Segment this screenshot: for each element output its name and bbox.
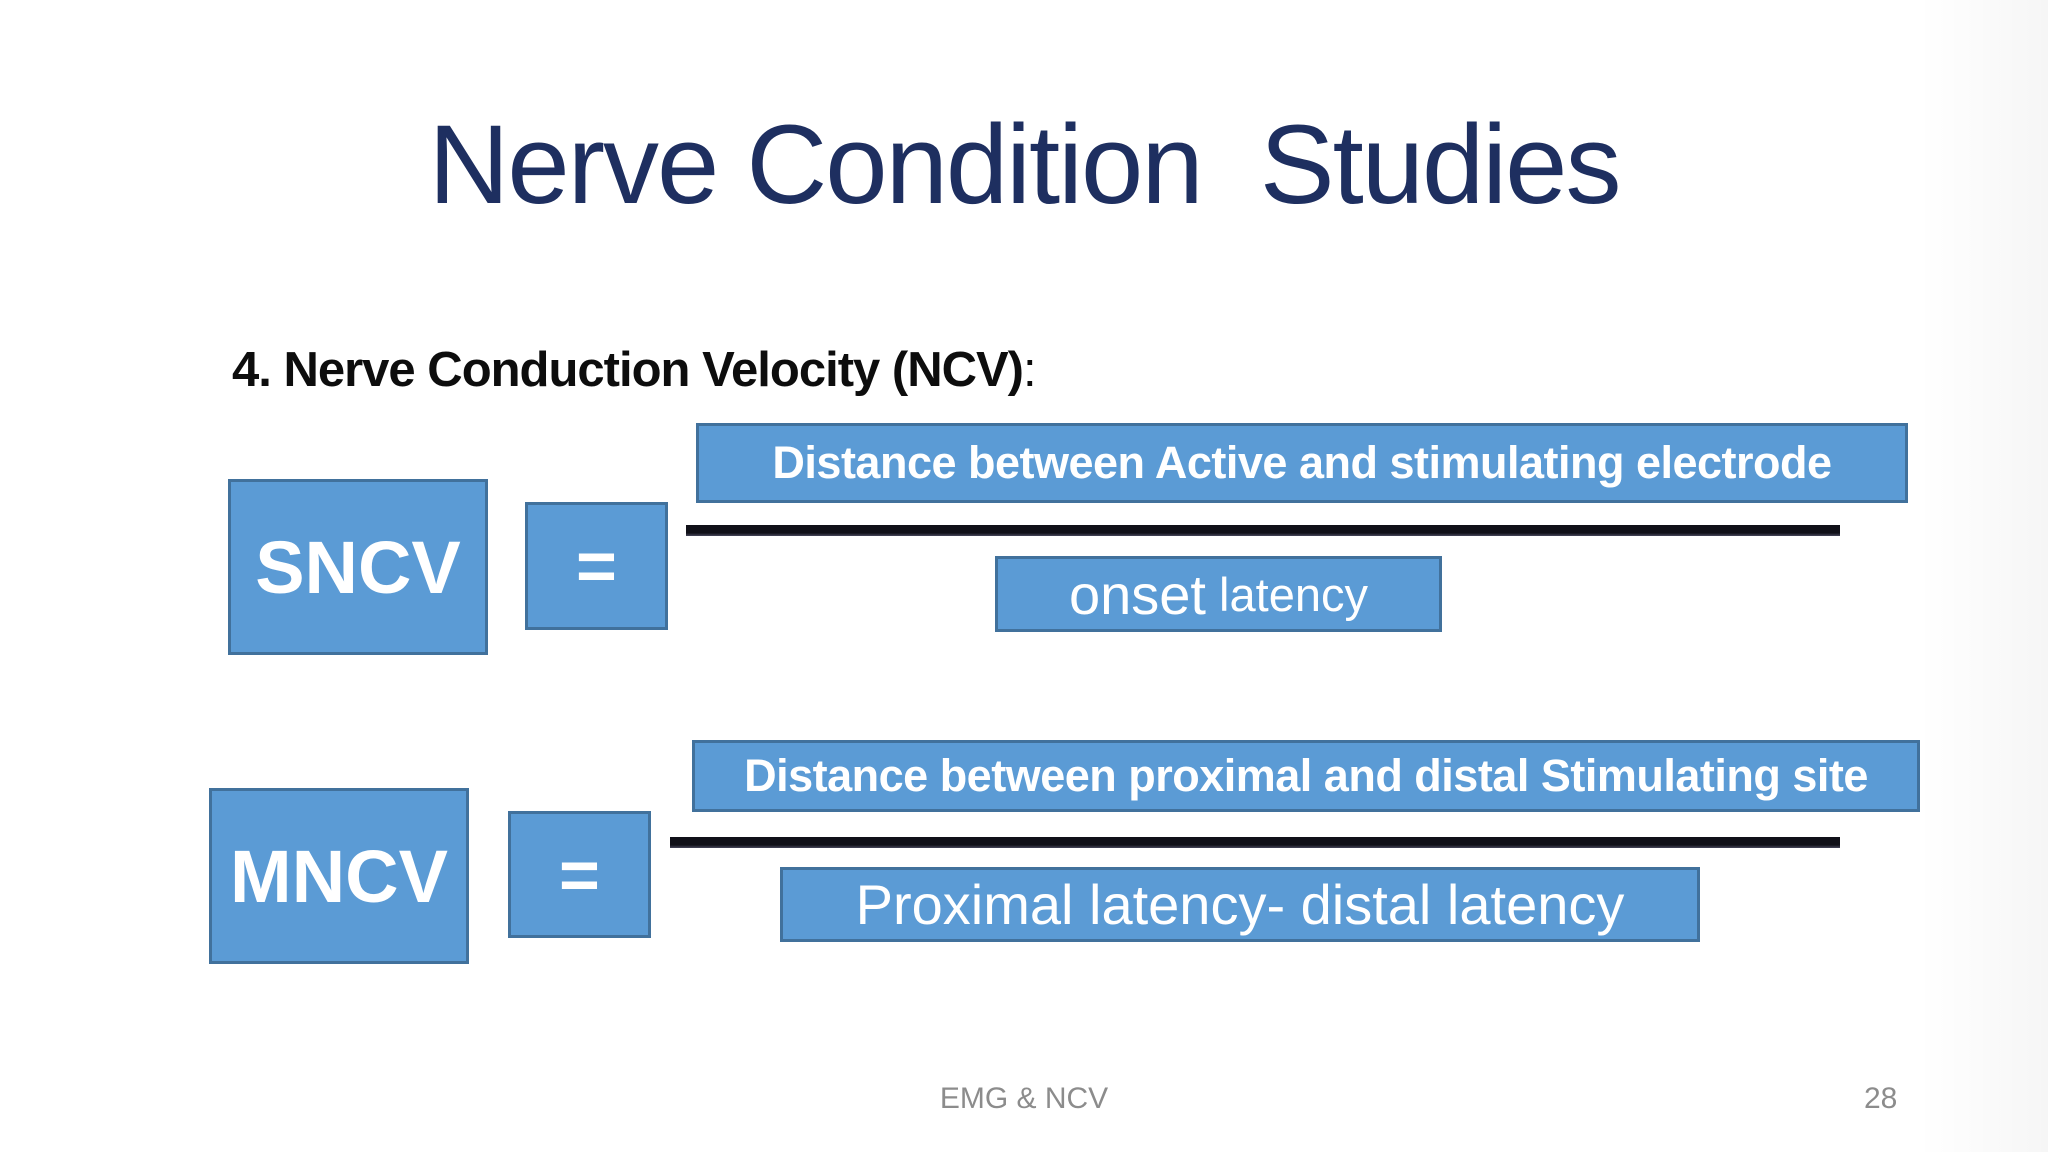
sncv-numerator-text: Distance between Active and stimulating …: [772, 437, 1832, 488]
sncv-label: SNCV: [255, 525, 461, 609]
mncv-label: MNCV: [230, 834, 448, 918]
mncv-label-box: MNCV: [209, 788, 469, 964]
slide-title: Nerve Condition Studies: [428, 102, 1622, 227]
mncv-numerator-text: Distance between proximal and distal Sti…: [744, 750, 1868, 801]
section-heading-colon: :: [1023, 343, 1037, 397]
mncv-denominator-text: Proximal latency- distal latency: [855, 873, 1625, 936]
sncv-numerator-box: Distance between Active and stimulating …: [696, 423, 1908, 503]
sncv-equals-sign: =: [576, 527, 617, 605]
sncv-denominator-box: onset latency: [995, 556, 1442, 632]
mncv-fraction-line: [670, 837, 1840, 848]
sncv-label-box: SNCV: [228, 479, 488, 655]
mncv-numerator-box: Distance between proximal and distal Sti…: [692, 740, 1920, 812]
section-heading: 4. Nerve Conduction Velocity (NCV):: [232, 342, 1037, 398]
mncv-denominator-box: Proximal latency- distal latency: [780, 867, 1700, 942]
sncv-denominator-word1: onset: [1069, 562, 1206, 626]
mncv-equals-box: =: [508, 811, 651, 938]
sncv-equals-box: =: [525, 502, 668, 630]
footer-title: EMG & NCV: [939, 1082, 1109, 1115]
mncv-equals-sign: =: [559, 835, 600, 914]
sncv-fraction-line: [686, 525, 1840, 536]
slide-page-number: 28: [1864, 1082, 1898, 1115]
section-heading-text: 4. Nerve Conduction Velocity (NCV): [232, 343, 1024, 397]
sncv-denominator-word2: latency: [1206, 567, 1368, 621]
